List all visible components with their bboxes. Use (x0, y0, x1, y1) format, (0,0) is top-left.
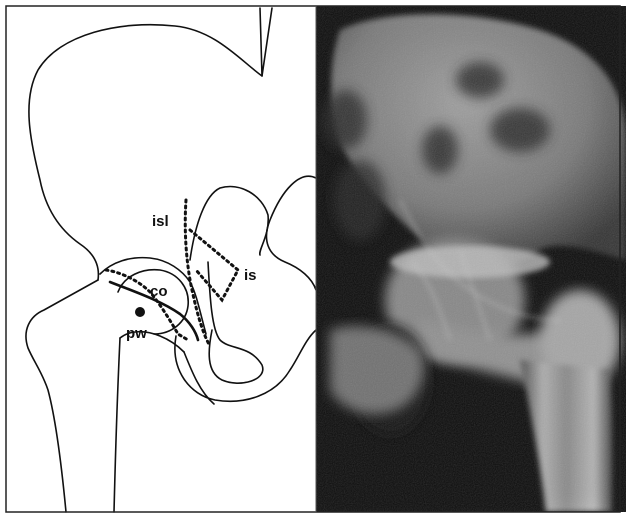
femoral-head-center-dot (135, 307, 145, 317)
label-isl: isl (152, 213, 169, 230)
label-is: is (244, 267, 257, 284)
label-co: co (150, 283, 168, 300)
label-pw: pw (126, 325, 147, 342)
radiograph-panel (316, 6, 626, 512)
line-drawing-panel: isl is co pw (6, 6, 316, 512)
